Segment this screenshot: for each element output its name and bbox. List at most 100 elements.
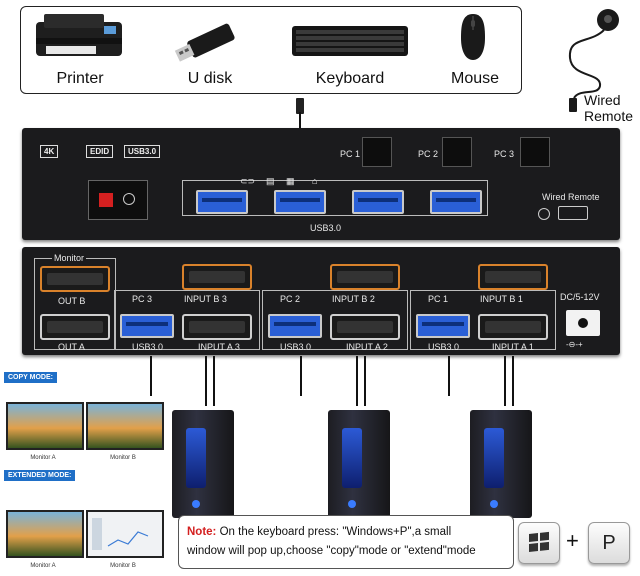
pc2-back-label: PC 2 — [280, 294, 301, 304]
printer-label: Printer — [56, 70, 104, 87]
copy-monitor-a — [6, 402, 84, 450]
wired-remote-label-1: Wired — [584, 92, 621, 108]
pc-tower-2 — [328, 410, 390, 518]
front-usb-label: USB3.0 — [310, 223, 342, 233]
note-box: Note: On the keyboard press: "Windows+P"… — [178, 515, 514, 569]
pc2-label: PC 2 — [418, 149, 439, 159]
out-a-label: OUT A — [58, 342, 85, 352]
dc-polarity-icon: -⊖-+ — [566, 340, 583, 349]
note-text-1: On the keyboard press: "Windows+P",a sma… — [216, 526, 452, 538]
keyboard-small-icon: ▦ — [286, 176, 295, 186]
front-usb-bracket — [182, 180, 488, 216]
extended-monitor-a — [6, 510, 84, 558]
pc1-group-bracket — [410, 290, 556, 350]
mouse-label: Mouse — [450, 70, 500, 87]
mouse-icon — [458, 12, 488, 62]
printer-icon — [30, 12, 130, 62]
pc-tower-1 — [470, 410, 532, 518]
front-cable-plug — [296, 98, 304, 114]
usb-pc3[interactable] — [120, 314, 174, 338]
pc3-button[interactable] — [520, 137, 550, 167]
hdmi-input-a3[interactable] — [182, 314, 252, 340]
power-switch[interactable] — [88, 180, 148, 220]
hdmi-input-b2[interactable] — [330, 264, 400, 290]
pc2-group-bracket — [262, 290, 408, 350]
monitor-label: Monitor — [52, 253, 87, 263]
pc3-group-bracket — [114, 290, 260, 350]
input-a3-label: INPUT A 3 — [198, 342, 240, 352]
udisk-label: U disk — [187, 70, 233, 87]
cable-hdmi-a2 — [364, 356, 366, 406]
p-key: P — [588, 522, 630, 564]
input-b2-label: INPUT B 2 — [332, 294, 375, 304]
usb-drive-icon — [170, 16, 250, 66]
usb-pc2[interactable] — [268, 314, 322, 338]
dc-port-hole — [578, 318, 588, 328]
wired-remote-label-2: Remote — [584, 108, 634, 124]
wired-remote-port-label: Wired Remote — [542, 192, 600, 202]
cable-hdmi-b2 — [356, 356, 358, 406]
printer-small-icon: ▤ — [266, 176, 275, 186]
extended-monitor-b — [86, 510, 164, 558]
dashboard-graph-icon — [92, 518, 149, 550]
hdmi-input-a1[interactable] — [478, 314, 548, 340]
hdmi-input-b1[interactable] — [478, 264, 548, 290]
power-switch-red-indicator — [99, 193, 113, 207]
pc3-back-label: PC 3 — [132, 294, 153, 304]
udisk-small-icon: ⊂⊃ — [240, 176, 256, 186]
hdmi-input-b3[interactable] — [182, 264, 252, 290]
input-b1-label: INPUT B 1 — [480, 294, 523, 304]
front-usb-port-3[interactable] — [352, 190, 404, 214]
keyboard-label: Keyboard — [315, 70, 385, 87]
dc-power-port[interactable] — [566, 310, 600, 336]
cable-usb-pc2 — [300, 356, 302, 396]
hdmi-input-a2[interactable] — [330, 314, 400, 340]
power-switch-circle — [123, 193, 135, 205]
hdmi-out-a[interactable] — [40, 314, 110, 340]
front-usb-port-1[interactable] — [196, 190, 248, 214]
input-b3-label: INPUT B 3 — [184, 294, 227, 304]
cable-hdmi-a1 — [512, 356, 514, 406]
input-a2-label: INPUT A 2 — [346, 342, 388, 352]
usb-pc1[interactable] — [416, 314, 470, 338]
usb-pc1-label: USB3.0 — [428, 342, 460, 352]
cable-usb-pc3 — [150, 356, 152, 396]
pc2-button[interactable] — [442, 137, 472, 167]
mouse-small-icon: ⌂ — [312, 176, 318, 186]
usb-pc3-label: USB3.0 — [132, 342, 164, 352]
dc-label: DC/5-12V — [560, 292, 600, 302]
front-usb-port-4[interactable] — [430, 190, 482, 214]
cable-usb-pc1 — [448, 356, 450, 396]
cable-hdmi-a3 — [213, 356, 215, 406]
remote-port-hdmi[interactable] — [558, 206, 588, 220]
windows-key — [518, 522, 560, 564]
pc1-button[interactable] — [362, 137, 392, 167]
pc-tower-3 — [172, 410, 234, 518]
pc1-back-label: PC 1 — [428, 294, 449, 304]
pc1-label: PC 1 — [340, 149, 361, 159]
note-line-1: Note: On the keyboard press: "Windows+P"… — [187, 526, 451, 538]
plus-sign: + — [566, 528, 579, 553]
windows-logo-icon — [529, 531, 549, 552]
usb-pc2-label: USB3.0 — [280, 342, 312, 352]
note-line-2: window will pop up,choose "copy"mode or … — [187, 545, 476, 557]
extended-monitor-b-label: Monitor B — [110, 563, 136, 569]
input-a1-label: INPUT A 1 — [492, 342, 534, 352]
cable-hdmi-b3 — [205, 356, 207, 406]
copy-monitor-b — [86, 402, 164, 450]
front-usb-port-2[interactable] — [274, 190, 326, 214]
out-b-label: OUT B — [58, 296, 86, 306]
badge-usb30: USB3.0 — [124, 145, 161, 158]
copy-monitor-a-label: Monitor A — [30, 455, 56, 461]
badge-edid: EDID — [86, 145, 114, 158]
copy-mode-tag: COPY MODE: — [4, 372, 57, 383]
hdmi-out-b[interactable] — [40, 266, 110, 292]
pc3-label: PC 3 — [494, 149, 515, 159]
cable-hdmi-b1 — [504, 356, 506, 406]
wired-remote-icon — [560, 6, 630, 121]
keyboard-icon — [290, 22, 410, 60]
extended-monitor-a-label: Monitor A — [30, 563, 56, 569]
note-prefix: Note: — [187, 526, 217, 538]
extended-mode-tag: EXTENDED MODE: — [4, 470, 76, 481]
remote-port-circle — [538, 208, 550, 220]
